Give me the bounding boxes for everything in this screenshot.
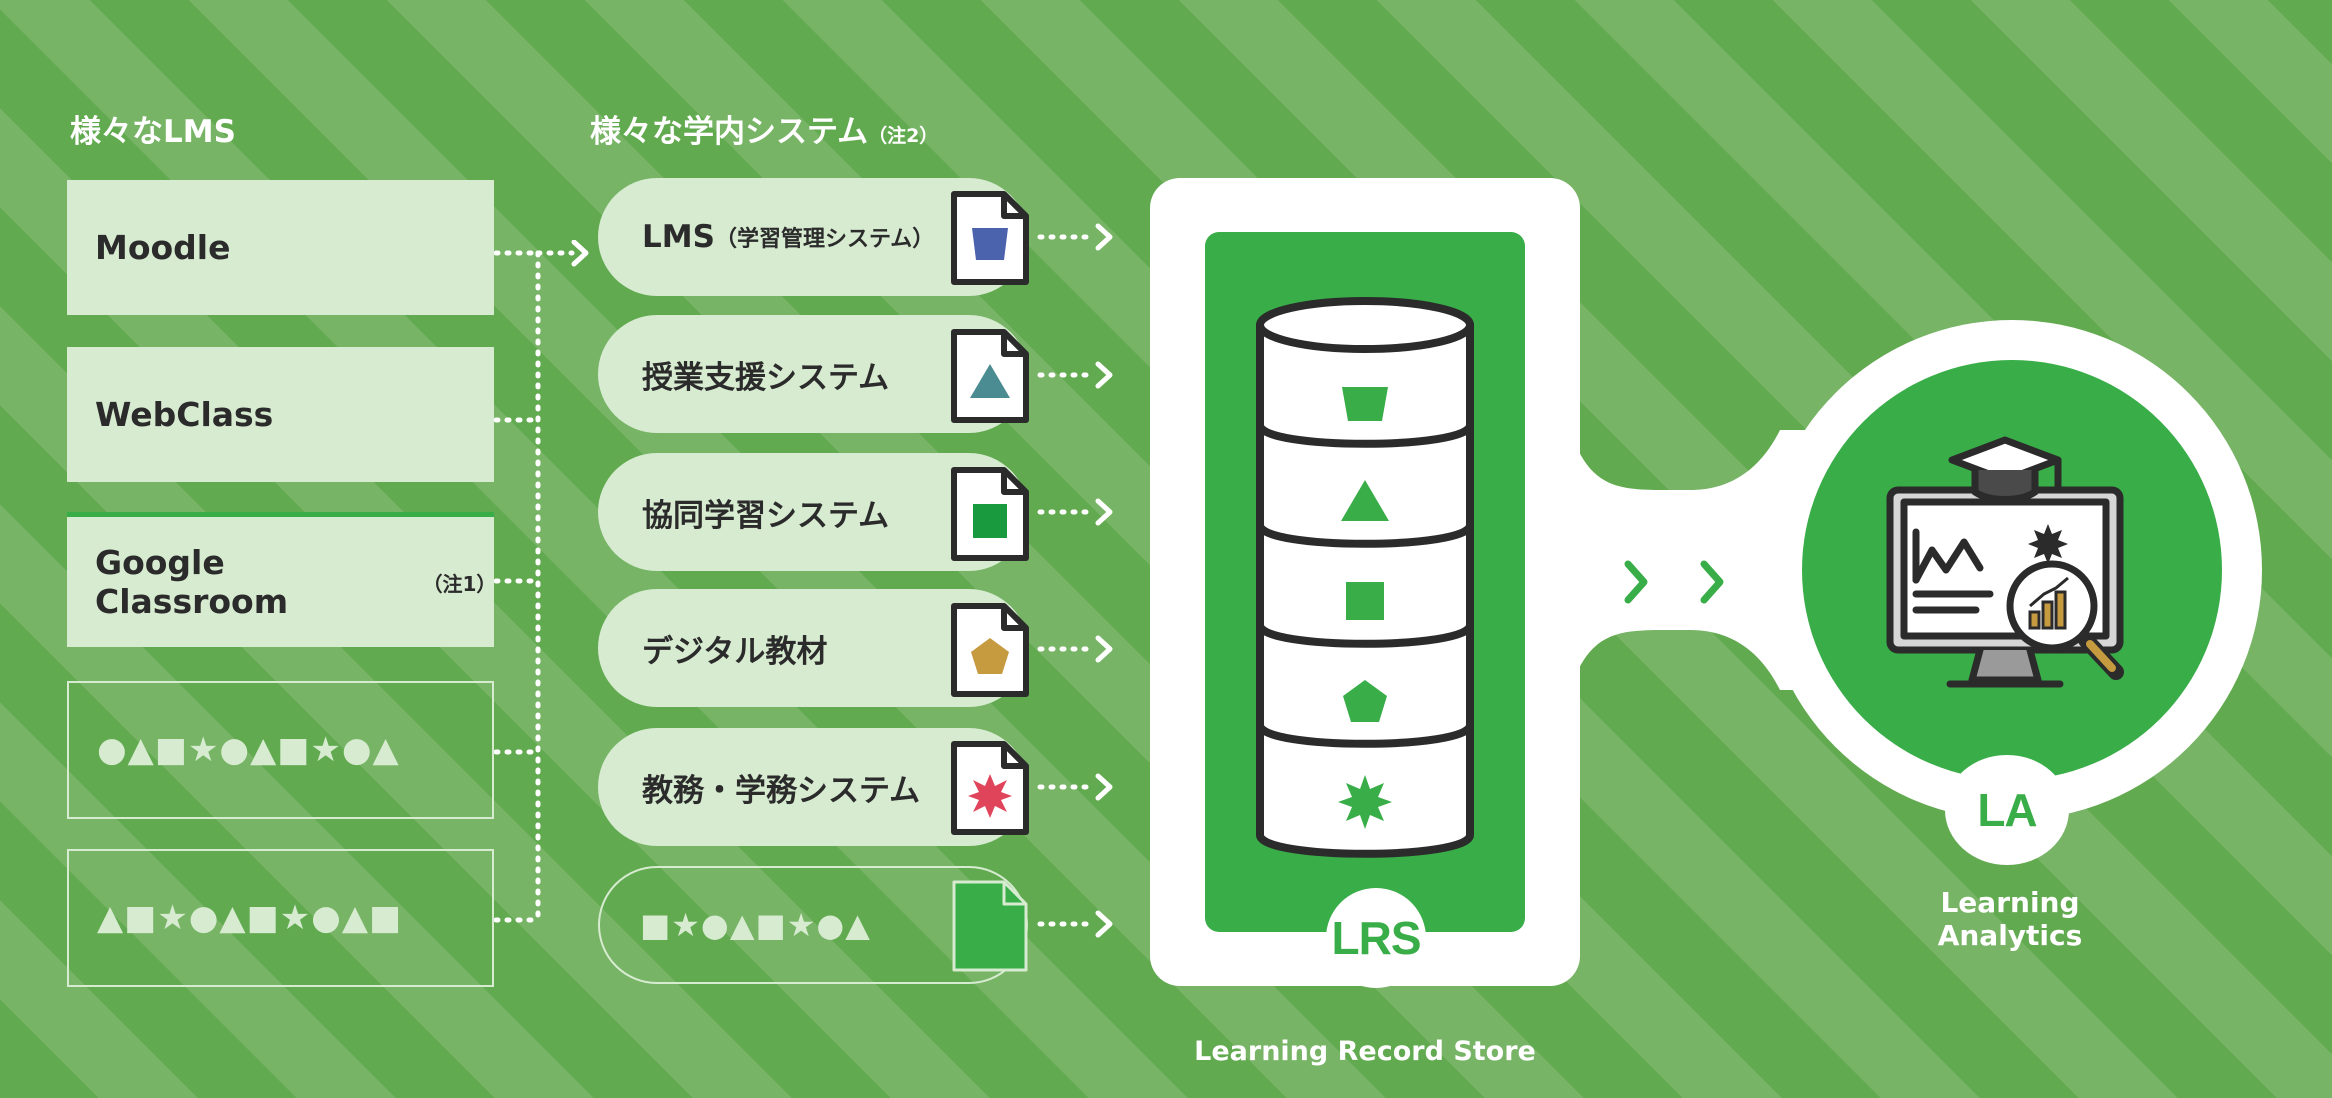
- la-caption: Learning Analytics: [1937, 886, 2083, 952]
- db-triangle-icon: [1341, 480, 1389, 521]
- lms-heading: 様々なLMS: [70, 114, 236, 150]
- document-blank-icon: [952, 880, 1028, 972]
- system-item-other: ■★●▲■★●▲: [598, 866, 1028, 984]
- document-trapezoid-icon: [951, 191, 1029, 285]
- la-badge: LA: [1945, 755, 2069, 865]
- document-square-icon: [951, 467, 1029, 561]
- lms-connector-lines: [494, 240, 589, 923]
- system-arrow-5: [1037, 773, 1113, 801]
- system-arrow-4: [1037, 635, 1113, 663]
- system-arrow-6: [1037, 910, 1113, 938]
- db-trapezoid-icon: [1342, 387, 1388, 421]
- lrs-caption: Learning Record Store: [1194, 1036, 1536, 1067]
- database-icon: [1256, 297, 1474, 858]
- system-arrow-2: [1037, 361, 1113, 389]
- document-triangle-icon: [951, 329, 1029, 423]
- lms-item-webclass: WebClass: [67, 347, 494, 482]
- system-arrow-3: [1037, 498, 1113, 526]
- lms-item-google-classroom: Google Classroom（注1）: [67, 512, 496, 647]
- system-arrow-1: [1037, 223, 1113, 251]
- db-starburst-icon: [1338, 775, 1392, 829]
- analytics-monitor-icon: [1886, 436, 2124, 688]
- db-pentagon-icon: [1343, 680, 1387, 722]
- lms-item-moodle: Moodle: [67, 180, 494, 315]
- lms-item-other-1: ●▲■★●▲■★●▲: [67, 681, 494, 819]
- db-square-icon: [1346, 582, 1384, 620]
- document-pentagon-icon: [951, 603, 1029, 697]
- lms-item-other-2: ▲■★●▲■★●▲■: [67, 849, 494, 987]
- lrs-badge: LRS: [1326, 888, 1426, 988]
- chevron-arrows-icon: [1624, 560, 1724, 604]
- systems-heading: 様々な学内システム（注2）: [590, 114, 939, 150]
- lrs-la-connector: [1570, 430, 1830, 690]
- document-starburst-icon: [951, 741, 1029, 835]
